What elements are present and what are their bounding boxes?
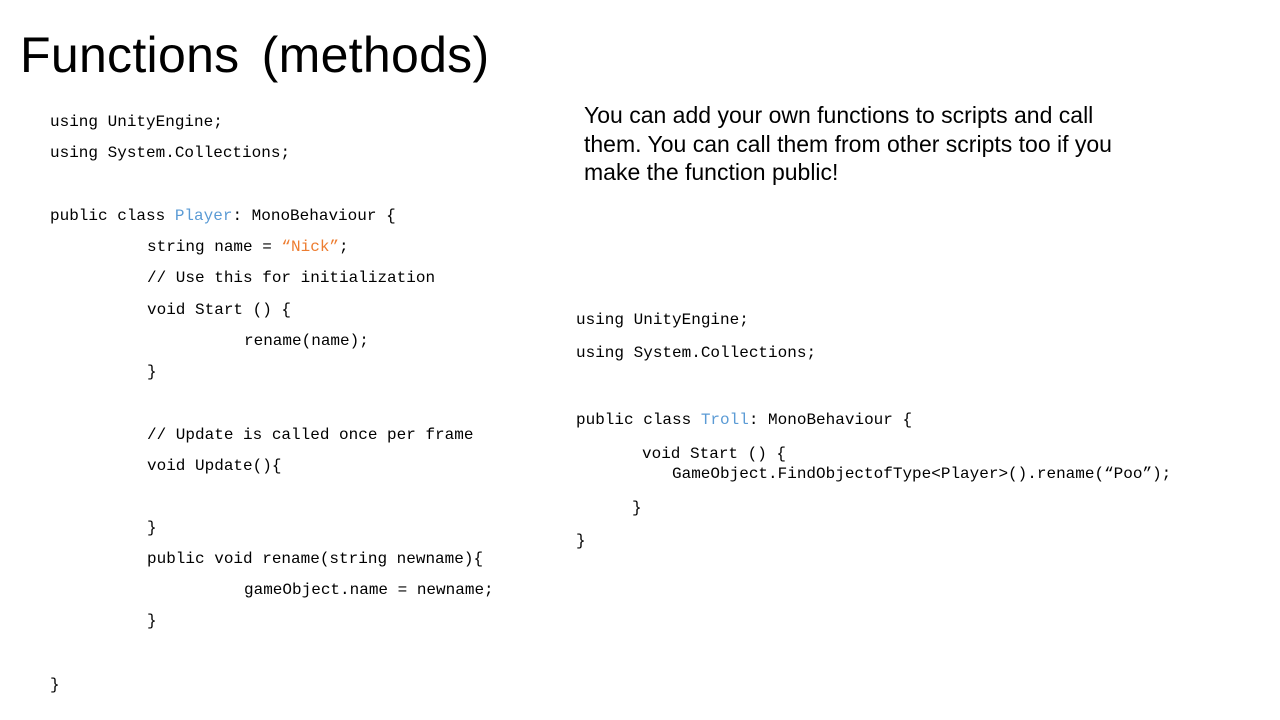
- class-name-token: Troll: [700, 411, 749, 429]
- code-line: public class Troll: MonoBehaviour {: [576, 411, 912, 430]
- code-token: void Start () {: [147, 301, 292, 319]
- code-line: using UnityEngine;: [50, 113, 223, 132]
- code-line: }: [632, 499, 642, 518]
- code-line: gameObject.name = newname;: [244, 581, 494, 600]
- code-token: public void rename(string newname){: [147, 550, 484, 568]
- code-line: rename(name);: [244, 332, 369, 351]
- code-line: public class Player: MonoBehaviour {: [50, 207, 396, 226]
- code-line: GameObject.FindObjectofType<Player>().re…: [672, 465, 1171, 484]
- code-line: string name = “Nick”;: [147, 238, 349, 257]
- class-name-token: Player: [174, 207, 233, 225]
- code-line: using UnityEngine;: [576, 311, 749, 330]
- code-token: gameObject.name = newname;: [244, 581, 494, 599]
- code-token: }: [147, 363, 157, 381]
- code-line: // Update is called once per frame: [147, 426, 473, 445]
- code-token: }: [147, 519, 157, 537]
- code-token: GameObject.FindObjectofType<Player>().re…: [672, 465, 1172, 483]
- code-line: using System.Collections;: [576, 344, 816, 363]
- code-line: void Start () {: [147, 301, 291, 320]
- code-token: // Use this for initialization: [147, 269, 436, 287]
- code-token: using UnityEngine;: [576, 311, 749, 329]
- troll-script-code-block: using UnityEngine; using System.Collectio…: [576, 0, 1276, 720]
- code-token: using UnityEngine;: [50, 113, 223, 131]
- code-line: // Use this for initialization: [147, 269, 435, 288]
- code-token: : MonoBehaviour {: [748, 411, 913, 429]
- slide-title: Functions (methods): [20, 27, 490, 83]
- code-token: using System.Collections;: [50, 144, 291, 162]
- code-token: // Update is called once per frame: [147, 426, 474, 444]
- code-token: public class: [50, 207, 175, 225]
- code-line: void Update(){: [147, 457, 281, 476]
- player-script-code-block: using UnityEngine; using System.Collectio…: [50, 0, 570, 720]
- code-token: }: [576, 532, 586, 550]
- code-token: void Update(){: [147, 457, 282, 475]
- code-line: using System.Collections;: [50, 144, 290, 163]
- code-line: void Start () {: [642, 445, 786, 464]
- code-line: }: [147, 612, 157, 631]
- code-token: string name =: [147, 238, 282, 256]
- code-line: public void rename(string newname){: [147, 550, 483, 569]
- code-token: public class: [576, 411, 701, 429]
- code-token: rename(name);: [244, 332, 369, 350]
- code-token: : MonoBehaviour {: [232, 207, 396, 225]
- code-line: }: [50, 676, 60, 695]
- string-literal-token: “Nick”: [281, 238, 340, 256]
- code-line: }: [147, 519, 157, 538]
- code-token: }: [50, 676, 60, 694]
- code-token: ;: [339, 238, 349, 256]
- code-line: }: [576, 532, 586, 551]
- code-line: }: [147, 363, 157, 382]
- slide-description: You can add your own functions to script…: [584, 102, 1112, 185]
- code-token: void Start () {: [642, 445, 787, 463]
- code-token: }: [147, 612, 157, 630]
- code-token: using System.Collections;: [576, 344, 817, 362]
- code-token: }: [632, 499, 642, 517]
